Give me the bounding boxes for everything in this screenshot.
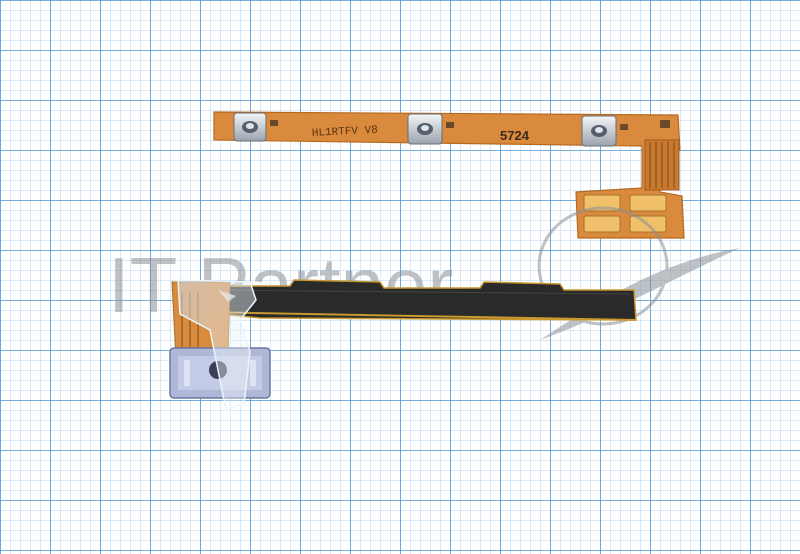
flex-marking-1: HL1RTFV V8 — [312, 125, 379, 140]
adhesive-tape — [177, 279, 257, 411]
tactile-button-3 — [581, 115, 617, 147]
tactile-button-2 — [407, 113, 443, 145]
lower-flex-cable — [169, 279, 637, 411]
watermark-logo-circle — [537, 206, 669, 326]
flex-marking-2: 5724 — [500, 128, 530, 143]
tactile-button-1 — [233, 112, 267, 142]
